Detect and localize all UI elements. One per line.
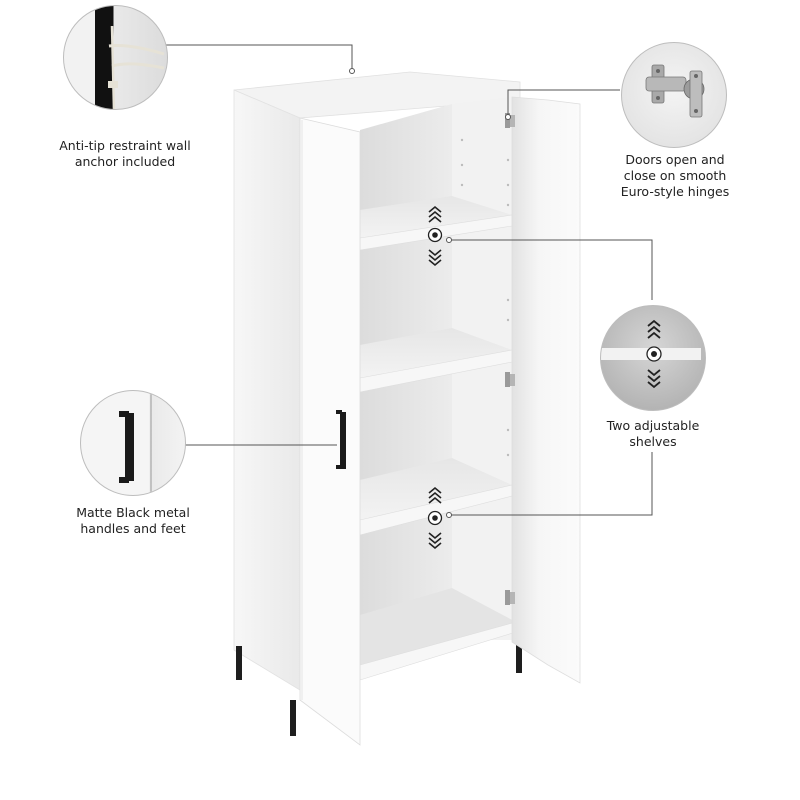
leader-lines [166,44,653,516]
shelves-label: Two adjustable shelves [568,418,738,450]
hinge-bottom [505,590,515,605]
hinge-label-line1: Doors open and [625,152,725,167]
shelf-detail-bubble [600,305,706,411]
hinge-top [505,113,515,128]
handles-label-line2: handles and feet [80,521,186,536]
handles-label-line1: Matte Black metal [76,505,190,520]
hinge-detail-bubble [621,42,727,148]
shelves-label-line1: Two adjustable [606,418,700,433]
hinge-label-line3: Euro-style hinges [620,184,730,199]
handles-label: Matte Black metal handles and feet [48,505,218,537]
adjustable-shelf-icon [601,319,701,389]
handle-detail-bubble [80,390,186,496]
anti-tip-label-line1: Anti-tip restraint wall [59,138,191,153]
cabinet-feet [236,640,522,736]
hinge-label-line2: close on smooth [623,168,727,183]
shelves-label-line2: shelves [629,434,677,449]
left-door-handle [336,410,346,469]
cabinet-left-side [233,89,301,691]
euro-hinge-icon [645,64,705,118]
shelf-adjust-marker-upper [427,205,443,267]
anti-tip-detail-bubble [63,5,168,110]
shelf-adjust-marker-lower [427,486,443,550]
anti-tip-label-line2: anchor included [74,154,176,169]
hinge-label: Doors open and close on smooth Euro-styl… [590,152,760,200]
left-door [299,117,361,746]
strap-anchor-icon [108,25,165,109]
hinge-middle [505,372,515,387]
right-door [511,96,581,684]
leader-line-endpoints [349,68,511,518]
anti-tip-label: Anti-tip restraint wall anchor included [40,138,210,170]
metal-handle-icon [119,391,152,495]
